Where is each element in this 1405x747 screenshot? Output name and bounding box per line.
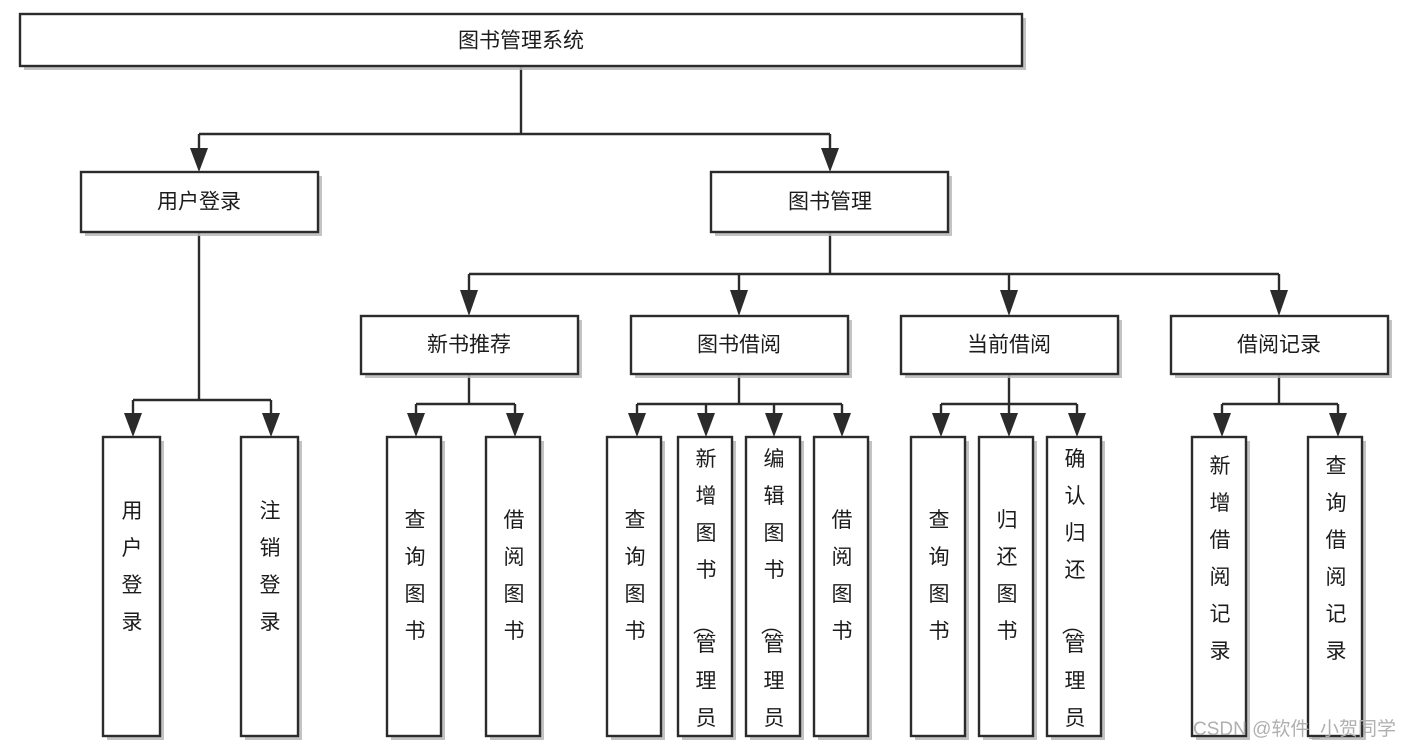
arrow-head-leaf-add-book — [697, 413, 715, 437]
leaf-user-login-box[interactable] — [101, 435, 162, 738]
node-new-book-recommend[interactable]: 新书推荐 — [359, 314, 582, 378]
arrow-head-leaf-edit-book — [765, 413, 783, 437]
arrow-head-user-login — [190, 148, 208, 172]
leaf-query-book-1-label: 查询图书 — [405, 509, 426, 643]
arrow-head-leaf-query-book-1 — [407, 413, 425, 437]
leaf-query-record-box[interactable] — [1306, 435, 1364, 738]
book-management-label: 图书管理 — [788, 191, 872, 214]
node-root[interactable]: 图书管理系统 — [18, 12, 1026, 70]
node-user-login[interactable]: 用户登录 — [79, 170, 322, 236]
current-borrow-box[interactable] — [899, 314, 1120, 376]
leaf-borrow-book-2-label: 借阅图书 — [832, 509, 853, 643]
node-leaf-confirm-return[interactable]: 确认归还（管理员） — [1045, 435, 1105, 747]
arrow-head-leaf-confirm-return — [1068, 413, 1086, 437]
arrow-head-leaf-query-book-2 — [628, 413, 646, 437]
node-leaf-user-login[interactable]: 用户登录 — [101, 435, 164, 740]
arrow-head-leaf-add-record — [1213, 413, 1231, 437]
root-label: 图书管理系统 — [458, 30, 584, 53]
arrow-head-leaf-borrow-book-2 — [833, 413, 851, 437]
arrow-head-book-borrow — [730, 290, 748, 316]
leaf-borrow-book-1-label: 借阅图书 — [504, 509, 525, 643]
leaf-return-book-box[interactable] — [977, 435, 1035, 738]
arrow-head-leaf-query-book-3 — [932, 413, 950, 437]
node-current-borrow[interactable]: 当前借阅 — [899, 314, 1122, 378]
leaf-query-book-3-label: 查询图书 — [929, 509, 950, 643]
user-login-box[interactable] — [79, 170, 320, 234]
leaf-return-book-label: 归还图书 — [997, 509, 1018, 643]
leaf-query-book-2-box[interactable] — [605, 435, 663, 738]
user-login-label: 用户登录 — [157, 191, 241, 214]
leaf-logout-label: 注销登录 — [260, 500, 281, 634]
leaf-logout-box[interactable] — [239, 435, 300, 738]
node-leaf-return-book[interactable]: 归还图书 — [977, 435, 1037, 740]
book-management-box[interactable] — [709, 170, 950, 234]
book-borrow-label: 图书借阅 — [697, 334, 781, 357]
borrow-record-label: 借阅记录 — [1237, 334, 1321, 357]
arrow-head-leaf-logout — [262, 413, 280, 437]
watermark-label: CSDN @软件_小贺同学 — [1193, 718, 1396, 740]
node-leaf-query-book-2[interactable]: 查询图书 — [605, 435, 665, 740]
node-leaf-query-book-1[interactable]: 查询图书 — [385, 435, 445, 740]
leaf-edit-book-box[interactable] — [744, 435, 802, 738]
arrow-head-leaf-return-book — [1000, 413, 1018, 437]
node-borrow-record[interactable]: 借阅记录 — [1169, 314, 1392, 378]
leaf-query-book-2-label: 查询图书 — [625, 509, 646, 643]
node-leaf-edit-book[interactable]: 编辑图书（管理员） — [744, 435, 804, 747]
root-box[interactable] — [18, 12, 1024, 68]
book-borrow-box[interactable] — [629, 314, 850, 376]
borrow-record-box[interactable] — [1169, 314, 1390, 376]
leaf-add-book-box[interactable] — [676, 435, 734, 738]
leaf-borrow-book-2-box[interactable] — [812, 435, 870, 738]
node-leaf-logout[interactable]: 注销登录 — [239, 435, 302, 740]
arrow-head-leaf-query-record — [1329, 413, 1347, 437]
node-book-management[interactable]: 图书管理 — [709, 170, 952, 236]
leaf-query-book-1-box[interactable] — [385, 435, 443, 738]
leaf-edit-book-label: 编辑图书（管理员） — [759, 448, 785, 747]
node-leaf-add-record[interactable]: 新增借阅记录 — [1190, 435, 1250, 740]
leaf-user-login-label: 用户登录 — [122, 500, 143, 634]
leaf-add-book-label: 新增图书（管理员） — [691, 448, 717, 747]
current-borrow-label: 当前借阅 — [967, 334, 1051, 357]
arrow-head-leaf-borrow-book-1 — [506, 413, 524, 437]
leaf-query-record-label: 查询借阅记录 — [1326, 455, 1347, 663]
node-leaf-query-book-3[interactable]: 查询图书 — [909, 435, 969, 740]
node-leaf-borrow-book-2[interactable]: 借阅图书 — [812, 435, 872, 740]
arrow-head-book-management — [821, 148, 839, 172]
arrow-head-leaf-user-login — [124, 413, 142, 437]
leaf-add-record-box[interactable] — [1190, 435, 1248, 738]
leaf-borrow-book-1-box[interactable] — [484, 435, 542, 738]
leaf-confirm-return-box[interactable] — [1045, 435, 1103, 738]
connector-layer — [124, 66, 1347, 437]
new-book-recommend-box[interactable] — [359, 314, 580, 376]
arrow-head-borrow-record — [1270, 290, 1288, 316]
leaf-confirm-return-label: 确认归还（管理员） — [1060, 448, 1086, 747]
leaf-query-book-3-box[interactable] — [909, 435, 967, 738]
arrow-head-new-book-recommend — [460, 290, 478, 316]
node-book-borrow[interactable]: 图书借阅 — [629, 314, 852, 378]
arrow-head-current-borrow — [1000, 290, 1018, 316]
leaf-add-record-label: 新增借阅记录 — [1210, 455, 1231, 663]
node-leaf-query-record[interactable]: 查询借阅记录 — [1306, 435, 1366, 740]
node-leaf-borrow-book-1[interactable]: 借阅图书 — [484, 435, 544, 740]
new-book-recommend-label: 新书推荐 — [427, 334, 511, 357]
node-leaf-add-book[interactable]: 新增图书（管理员） — [676, 435, 736, 747]
